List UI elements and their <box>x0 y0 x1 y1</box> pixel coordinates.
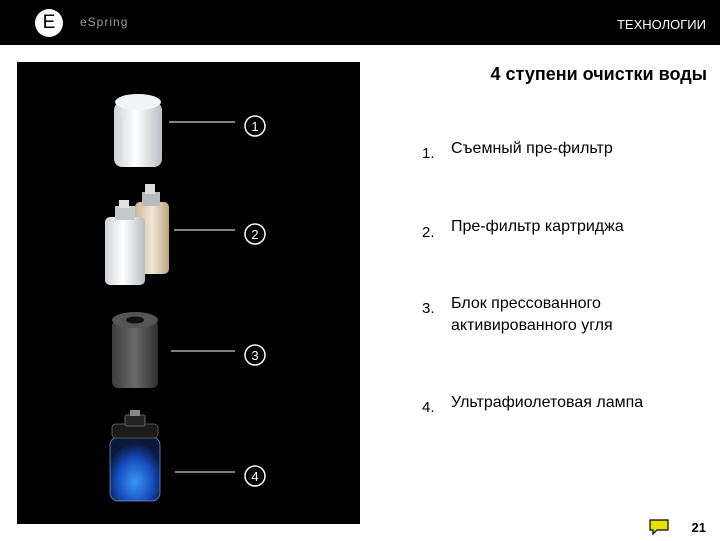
stage-4-number: 4. <box>422 399 435 416</box>
speech-bubble-icon[interactable] <box>648 518 670 541</box>
callout-2: 2 <box>245 224 265 244</box>
stage-3-text: Блок прессованного активированного угля <box>451 293 681 337</box>
page-number: 21 <box>692 520 706 535</box>
callout-1: 1 <box>245 116 265 136</box>
page-title: 4 ступени очистки воды <box>491 64 707 85</box>
stage-3-number: 3. <box>422 300 435 317</box>
svg-text:4: 4 <box>251 469 258 484</box>
stage-2-text: Пре-фильтр картриджа <box>451 216 681 238</box>
stage-1-number: 1. <box>422 145 435 162</box>
callout-3: 3 <box>245 345 265 365</box>
uv-lamp-image <box>110 410 160 501</box>
stage-1-text: Съемный пре-фильтр <box>451 138 681 160</box>
stage-4-text: Ультрафиолетовая лампа <box>451 392 681 414</box>
svg-text:3: 3 <box>251 348 258 363</box>
filter-stages-photo: 1 2 3 <box>17 62 360 524</box>
brand-name: eSpring <box>80 15 128 29</box>
callout-4: 4 <box>245 466 265 486</box>
cartridge-prefilter-image <box>105 184 169 285</box>
svg-text:2: 2 <box>251 227 258 242</box>
section-title: ТЕХНОЛОГИИ <box>617 17 706 32</box>
svg-text:1: 1 <box>251 119 258 134</box>
logo: E <box>35 9 63 37</box>
carbon-block-image <box>112 312 158 388</box>
stage-2-number: 2. <box>422 224 435 241</box>
prefilter-image <box>114 94 162 167</box>
top-bar: E eSpring ТЕХНОЛОГИИ <box>0 0 720 45</box>
